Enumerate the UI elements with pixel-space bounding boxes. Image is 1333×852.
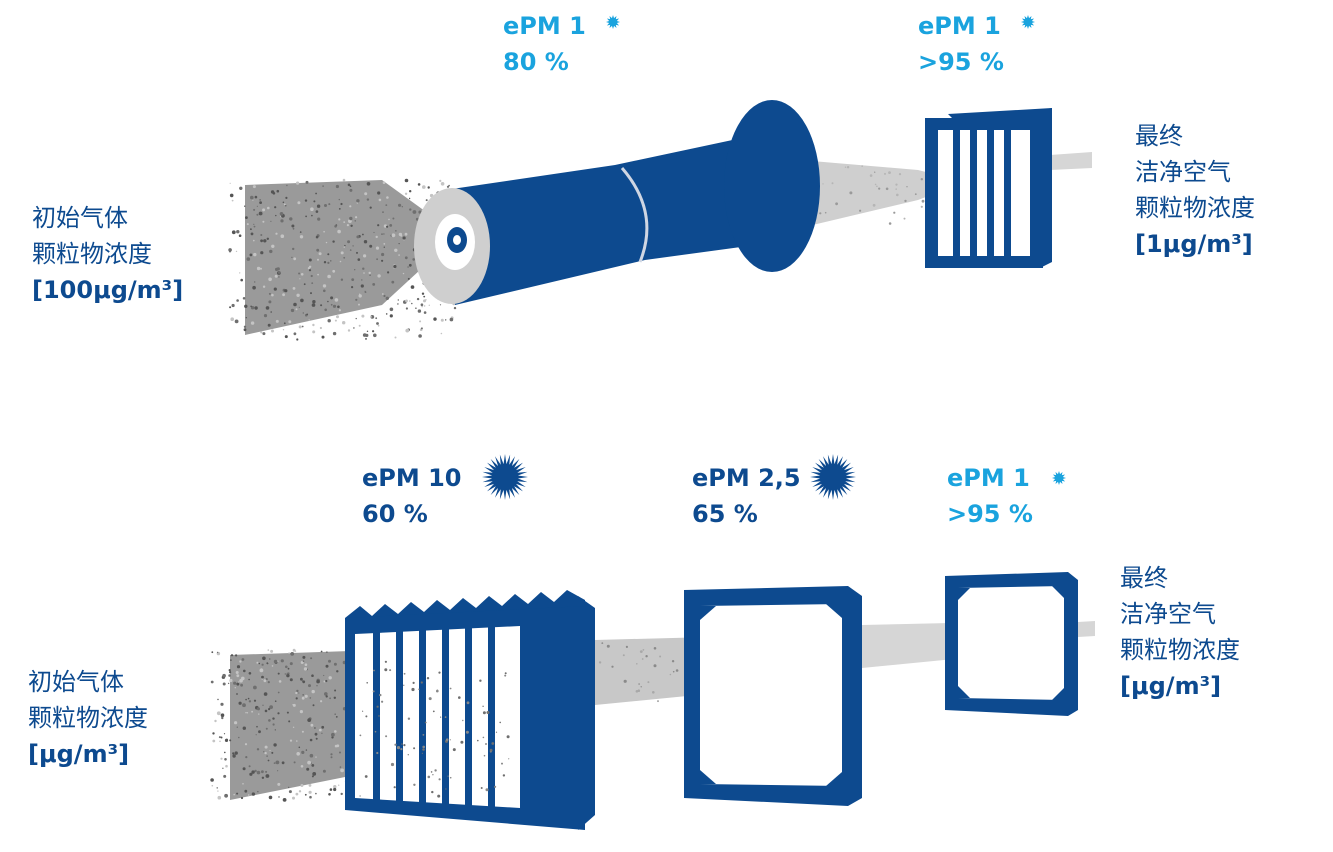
small-particle-icon [1050, 469, 1068, 487]
top-inlet-label-line-1: 初始气体 [32, 200, 183, 236]
bottom-stage2-class: ePM 2,5 [692, 460, 801, 496]
top-outlet-label: 最终 洁净空气 颗粒物浓度 [1μg/m³] [1135, 118, 1255, 262]
bottom-outlet-label-line-2: 洁净空气 [1120, 596, 1240, 632]
bottom-stage3-label: ePM 1 >95 % [947, 460, 1033, 532]
bottom-stage3-efficiency: >95 % [947, 496, 1033, 532]
bottom-stage2-label: ePM 2,5 65 % [692, 460, 801, 532]
bottom-airflow [210, 572, 1095, 830]
top-inlet-label-line-2: 颗粒物浓度 [32, 236, 183, 272]
bottom-stage1-label: ePM 10 60 % [362, 460, 462, 532]
small-particle-icon [604, 13, 622, 31]
top-compact-filter [414, 100, 820, 305]
bottom-outlet-label-line-3: 颗粒物浓度 [1120, 632, 1240, 668]
top-stage2-class: ePM 1 [918, 8, 1004, 44]
top-inlet-label: 初始气体 颗粒物浓度 [100μg/m³] [32, 200, 183, 308]
top-outlet-label-line-2: 洁净空气 [1135, 154, 1255, 190]
bottom-stage2-efficiency: 65 % [692, 496, 801, 532]
bottom-inlet-label-line-2: 颗粒物浓度 [28, 700, 148, 736]
small-particle-icon [1019, 13, 1037, 31]
top-outlet-label-line-1: 最终 [1135, 118, 1255, 154]
bottom-stage1-efficiency: 60 % [362, 496, 462, 532]
top-stage1-label: ePM 1 80 % [503, 8, 586, 80]
large-particle-icon [480, 452, 530, 502]
bottom-inlet-label: 初始气体 颗粒物浓度 [μg/m³] [28, 664, 148, 772]
bottom-outlet-label: 最终 洁净空气 颗粒物浓度 [μg/m³] [1120, 560, 1240, 704]
bottom-inlet-label-concentration: [μg/m³] [28, 736, 148, 772]
top-stage1-efficiency: 80 % [503, 44, 586, 80]
bottom-stage1-class: ePM 10 [362, 460, 462, 496]
bottom-inlet-label-line-1: 初始气体 [28, 664, 148, 700]
bottom-exit-stream [1078, 621, 1095, 637]
top-exit-stream [1050, 152, 1092, 170]
bottom-panel-filter-2 [945, 572, 1078, 716]
top-stage1-class: ePM 1 [503, 8, 586, 44]
bottom-outlet-label-concentration: [μg/m³] [1120, 668, 1240, 704]
top-inlet-label-concentration: [100μg/m³] [32, 272, 183, 308]
top-outlet-label-line-3: 颗粒物浓度 [1135, 190, 1255, 226]
bottom-outlet-label-line-1: 最终 [1120, 560, 1240, 596]
bottom-bag-filter [345, 590, 595, 830]
top-final-bag-filter [925, 108, 1052, 268]
top-stage2-label: ePM 1 >95 % [918, 8, 1004, 80]
top-airflow [228, 100, 1092, 341]
large-particle-icon [808, 452, 858, 502]
top-stage2-efficiency: >95 % [918, 44, 1004, 80]
top-outlet-label-concentration: [1μg/m³] [1135, 226, 1255, 262]
bottom-panel-filter-1 [684, 586, 862, 806]
bottom-stage3-class: ePM 1 [947, 460, 1033, 496]
